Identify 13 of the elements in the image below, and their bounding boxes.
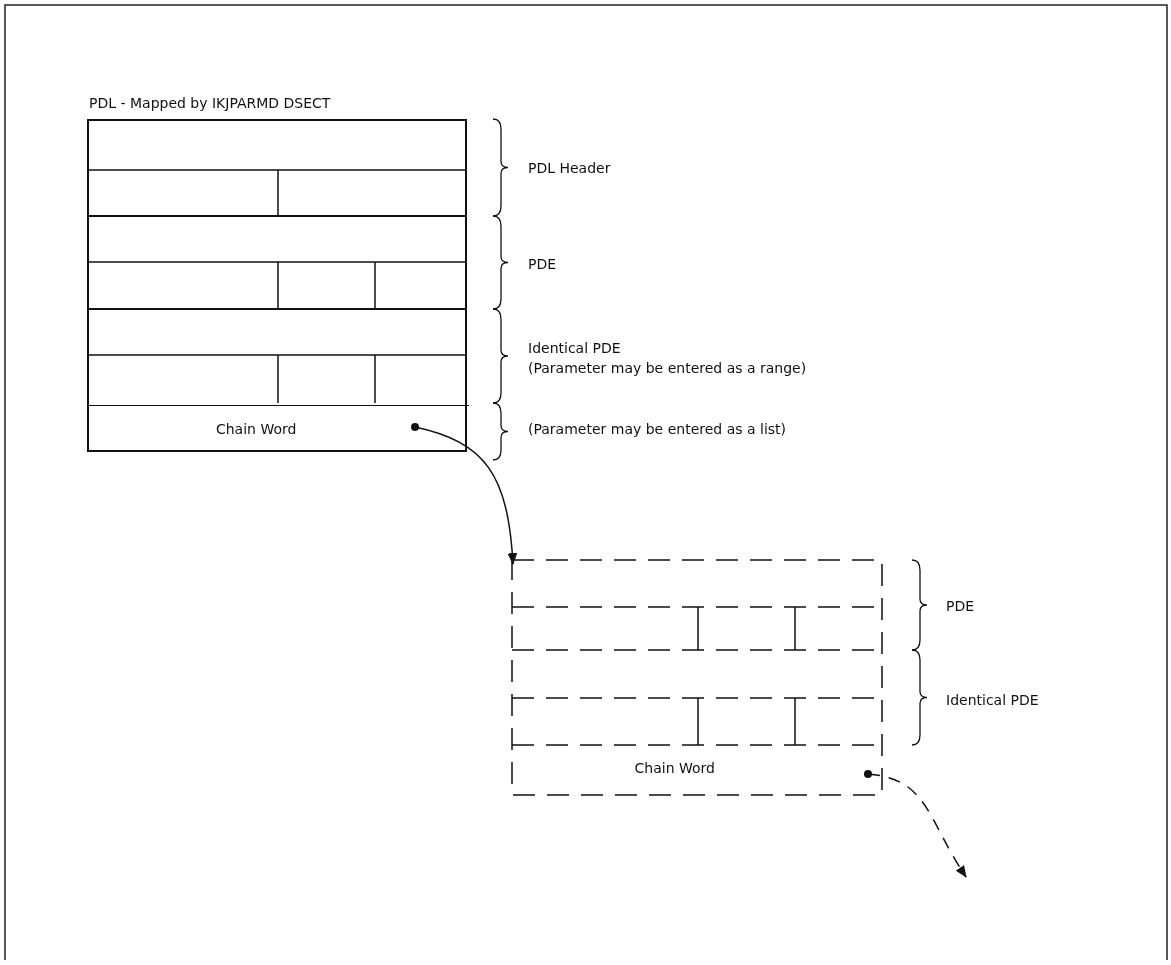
brace-label: PDL Header bbox=[528, 160, 611, 176]
cell-text: Chain Word bbox=[633, 760, 716, 776]
brace-label: (Parameter may be entered as a range) bbox=[528, 360, 807, 376]
brace-label: PDE bbox=[528, 256, 557, 272]
arrow bbox=[864, 770, 967, 878]
dashed-table-box bbox=[512, 560, 882, 795]
arrow bbox=[411, 423, 518, 565]
brace-label: Identical PDE bbox=[946, 692, 1039, 708]
brace-label: Identical PDE bbox=[528, 340, 621, 356]
table-title: PDL - Mapped by IKJPARMD DSECT bbox=[89, 95, 331, 111]
brace-label: PDE bbox=[946, 598, 975, 614]
brace-label: (Parameter may be entered as a list) bbox=[528, 421, 786, 437]
cell-text: Chain Word bbox=[214, 420, 298, 437]
